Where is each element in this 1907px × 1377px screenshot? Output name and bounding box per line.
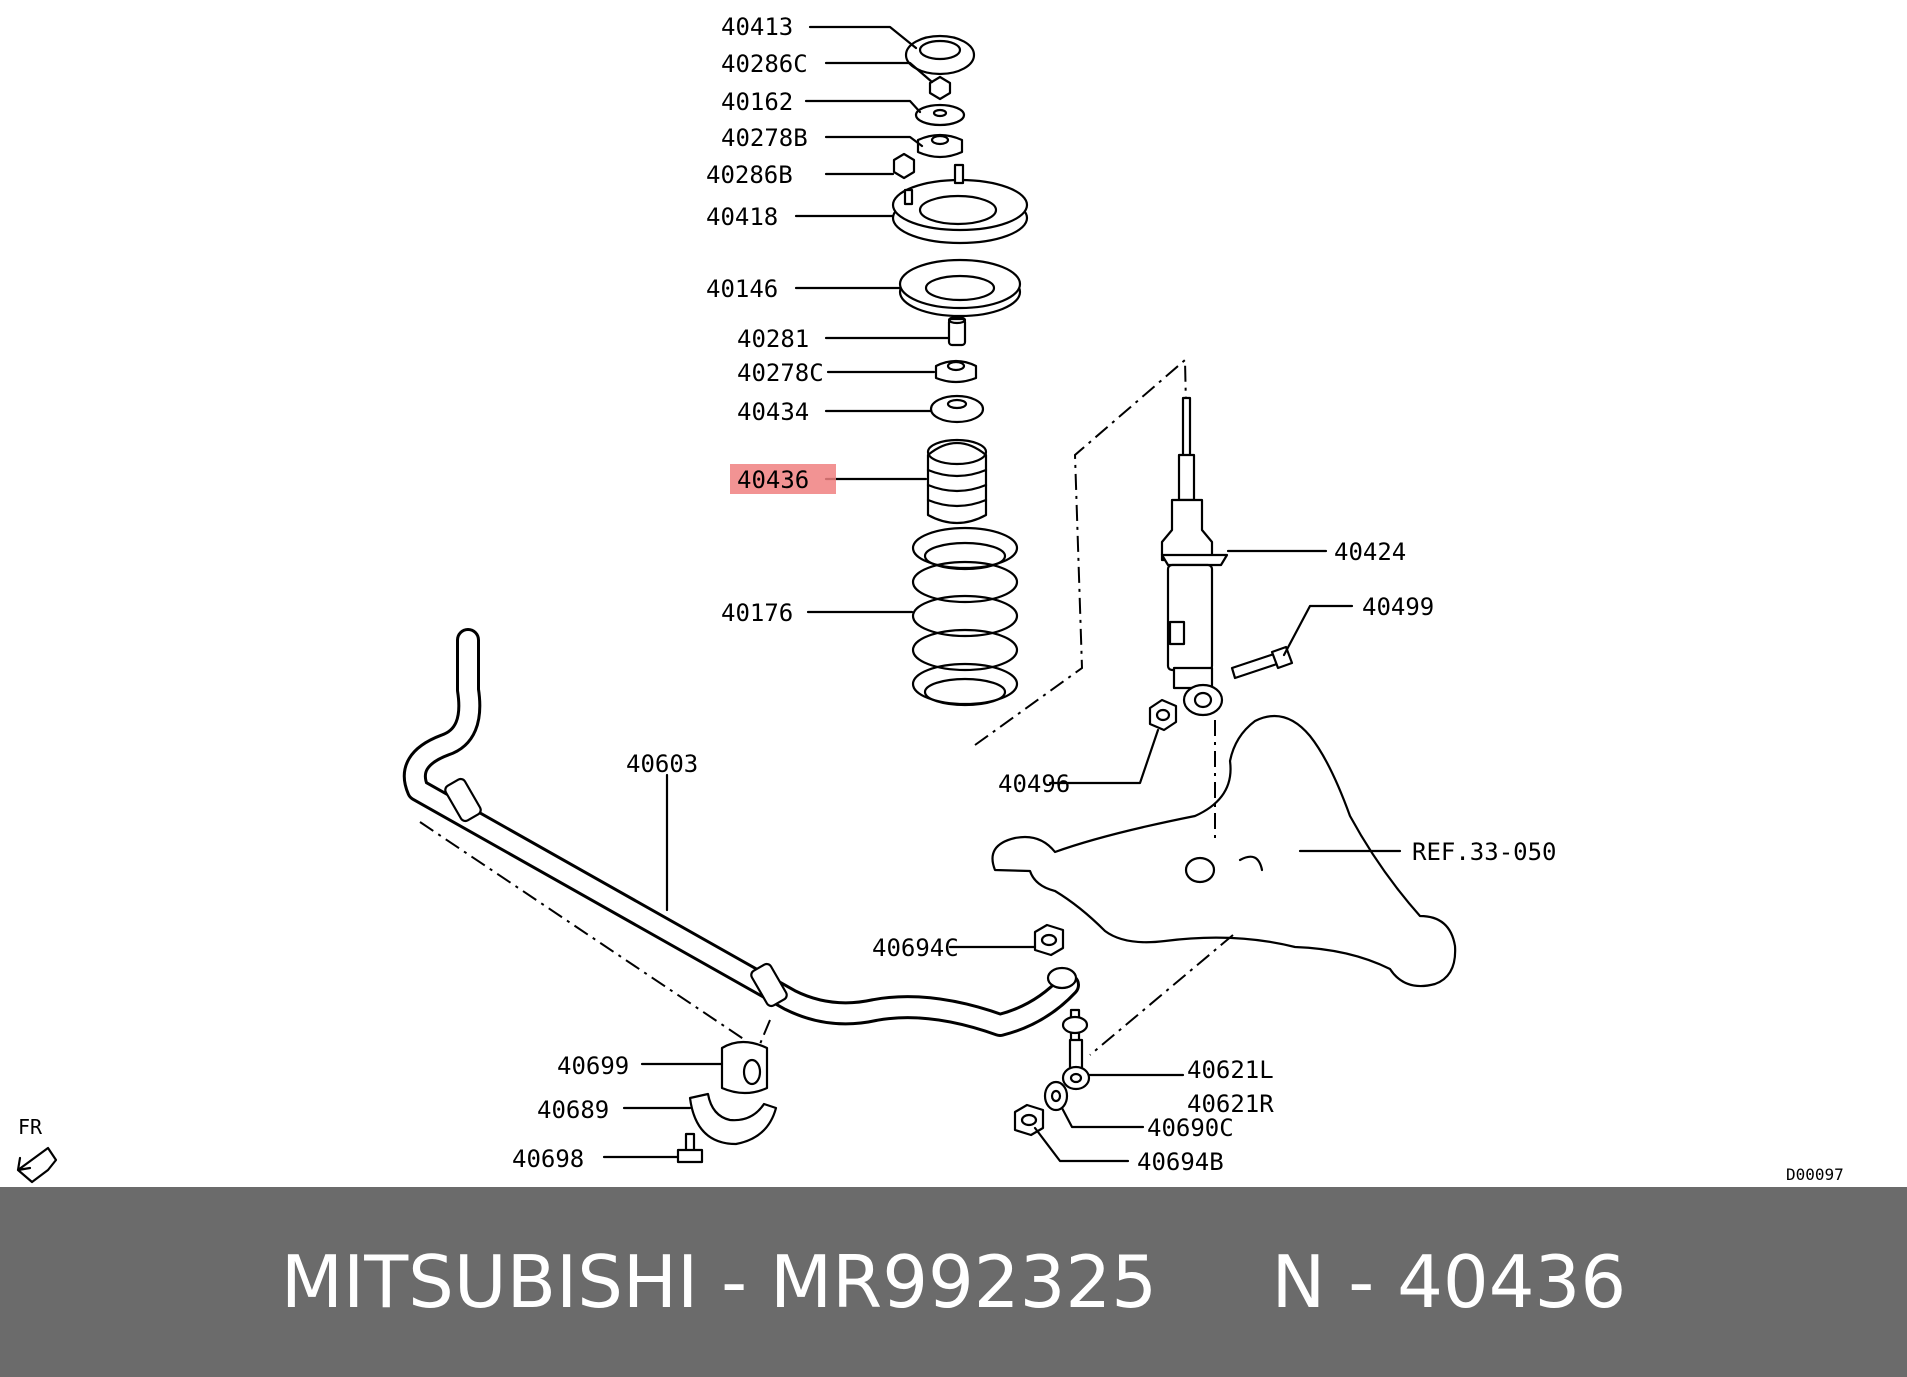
part-40694C-nut [1033,923,1065,957]
label-40278C[interactable]: 40278C [737,359,824,387]
label-40286C[interactable]: 40286C [721,50,808,78]
label-40176[interactable]: 40176 [721,599,793,627]
label-40694C[interactable]: 40694C [872,934,959,962]
part-lower-arm-ref [991,714,1457,988]
part-40176-coil-spring [911,526,1019,707]
footer-bar: MITSUBISHI - MR992325 N - 40436 [0,1187,1907,1377]
part-40281-sleeve [947,315,967,347]
label-40496[interactable]: 40496 [998,770,1070,798]
link-axis-line [1089,934,1234,1056]
label-40698[interactable]: 40698 [512,1145,584,1173]
label-40436[interactable]: 40436 [737,466,809,494]
part-40699-bushing [720,1040,769,1095]
label-ref-33-050[interactable]: REF.33-050 [1412,838,1557,866]
part-40413-cap [904,34,976,76]
label-40286B[interactable]: 40286B [706,161,793,189]
bar-axis-line [419,821,746,1041]
part-40621-stabilizer-link [1061,1008,1091,1091]
part-40286C-nut [928,75,952,101]
label-40690C[interactable]: 40690C [1147,1114,1234,1142]
part-40698-bolt [676,1132,704,1164]
label-40418[interactable]: 40418 [706,203,778,231]
fr-label: FR [18,1115,43,1139]
highlight-40436 [730,464,836,494]
label-40694B[interactable]: 40694B [1137,1148,1224,1176]
part-40278B-bushing [916,133,964,159]
label-40621L[interactable]: 40621L [1187,1056,1274,1084]
label-40699[interactable]: 40699 [557,1052,629,1080]
label-40424[interactable]: 40424 [1334,538,1406,566]
part-40434-washer [929,394,985,424]
diagram-code: D00097 [1786,1165,1844,1184]
leader-lines [602,25,1402,1163]
part-40694B-nut [1013,1103,1045,1137]
part-40689-bracket [688,1092,778,1146]
label-40434[interactable]: 40434 [737,398,809,426]
label-40413[interactable]: 40413 [721,13,793,41]
label-40603[interactable]: 40603 [626,750,698,778]
label-40278B[interactable]: 40278B [721,124,808,152]
label-40621R[interactable]: 40621R [1187,1090,1274,1118]
part-40436-bump-stop [926,438,988,525]
label-40281[interactable]: 40281 [737,325,809,353]
part-40146-pad [898,258,1022,318]
part-40424-shock-absorber [1160,396,1229,717]
part-40690C-washer [1043,1080,1069,1112]
part-40418-mount [891,163,1029,245]
parts-diagram: FR D00097 40413 40286C 40162 40278B 4028… [16,13,1844,1184]
part-40499-bolt [1230,645,1294,680]
part-40278C-bushing [934,359,978,384]
footer-part-info: MITSUBISHI - MR992325 N - 40436 [280,1240,1627,1324]
part-40162-washer [914,103,966,127]
part-40286B-nut [892,152,916,180]
fr-arrow-icon [16,1146,58,1184]
label-40689[interactable]: 40689 [537,1096,609,1124]
assembly-bracket-lines [974,357,1191,746]
part-40603-stabilizer-bar [402,628,1080,1037]
label-40499[interactable]: 40499 [1362,593,1434,621]
part-40496-nut [1148,698,1178,732]
label-40162[interactable]: 40162 [721,88,793,116]
label-40146[interactable]: 40146 [706,275,778,303]
